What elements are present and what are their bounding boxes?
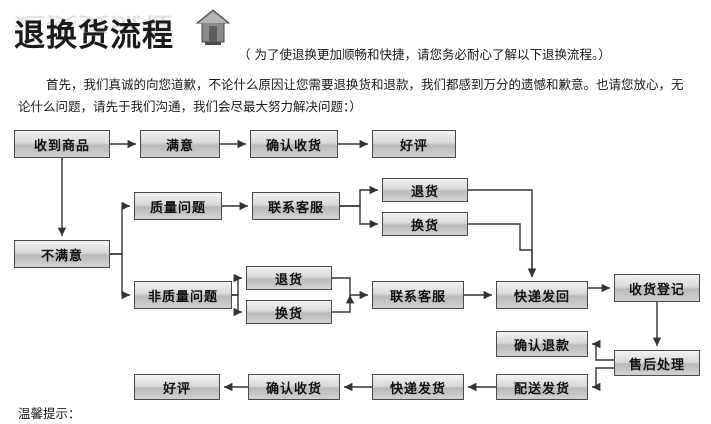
flow-node-n14: 快递发回 — [496, 281, 588, 309]
flow-node-n2: 满意 — [140, 130, 220, 158]
page-title: 退换货流程 — [14, 18, 174, 54]
page-subtitle: （ 为了使退换更加顺畅和快捷，请您务必耐心了解以下退换流程。） — [238, 47, 611, 62]
intro-line-1: 首先，我们真诚的向您道歉，不论什么原因让您需要退换货和退款，我们都感到万分的遗憾… — [46, 77, 684, 92]
flow-node-n11: 退货 — [246, 266, 332, 290]
flow-node-n20: 确认收货 — [248, 374, 340, 400]
footer-tips: 温馨提示： — [18, 406, 81, 421]
flow-node-n18: 配送发货 — [496, 374, 588, 400]
flow-node-n13: 联系客服 — [372, 281, 464, 309]
flow-node-n17: 售后处理 — [614, 350, 700, 376]
intro-line-2: 论什么问题，请先于我们沟通，我们会尽最大努力解决问题：） — [18, 99, 362, 114]
flow-node-n6: 联系客服 — [252, 192, 340, 220]
flow-node-n7: 退货 — [382, 178, 468, 202]
flow-node-n1: 收到商品 — [14, 130, 110, 158]
flow-node-n8: 换货 — [382, 212, 468, 236]
house-icon — [196, 9, 230, 45]
flow-node-n9: 不满意 — [14, 240, 110, 268]
flow-node-n5: 质量问题 — [134, 192, 222, 220]
flow-node-n3: 确认收货 — [250, 130, 338, 158]
flow-node-n21: 好评 — [134, 374, 220, 400]
flow-node-n15: 收货登记 — [614, 274, 700, 302]
flow-node-n19: 快递发货 — [372, 374, 464, 400]
flow-node-n16: 确认退款 — [496, 331, 588, 357]
flow-node-n10: 非质量问题 — [134, 281, 232, 309]
flow-node-n4: 好评 — [372, 130, 456, 158]
intro-paragraph: 首先，我们真诚的向您道歉，不论什么原因让您需要退换货和退款，我们都感到万分的遗憾… — [18, 74, 690, 118]
flow-node-n12: 换货 — [246, 300, 332, 324]
